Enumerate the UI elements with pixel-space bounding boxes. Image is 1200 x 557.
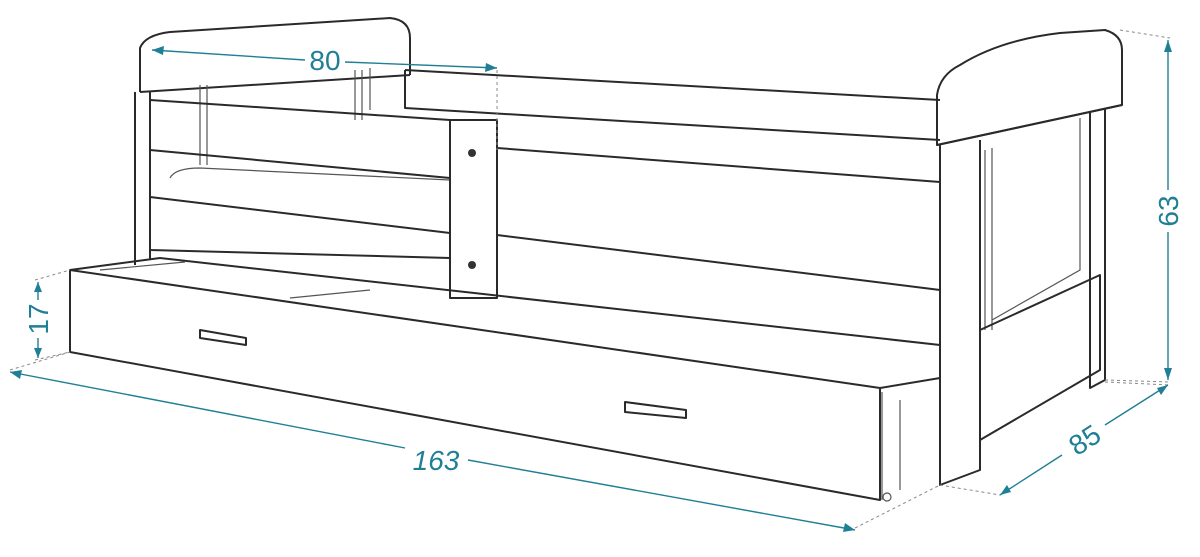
- right-headboard: [936, 29, 1123, 486]
- extension-lines: [9, 29, 1171, 529]
- length-label: 163: [413, 445, 460, 476]
- side-rail: [404, 69, 941, 291]
- height-label: 63: [1153, 195, 1184, 226]
- dimension-163: 163: [9, 370, 856, 532]
- depth-label: 85: [1063, 419, 1106, 462]
- wheel-icon: [882, 492, 892, 502]
- drawer: [69, 257, 941, 502]
- dimension-85: 85: [999, 384, 1169, 496]
- drawer-height-label: 17: [23, 303, 54, 334]
- drawer-handle-right[interactable]: [624, 401, 687, 419]
- guard-rail: [149, 99, 498, 299]
- width-label: 80: [309, 45, 340, 76]
- dimension-17: 17: [23, 282, 54, 358]
- left-headboard: [134, 17, 411, 265]
- screw-icon: [468, 261, 476, 269]
- screw-icon: [468, 149, 476, 157]
- drawer-handle-left[interactable]: [199, 329, 247, 346]
- dimension-63: 63: [1153, 40, 1184, 380]
- dimension-80: 80: [151, 45, 498, 76]
